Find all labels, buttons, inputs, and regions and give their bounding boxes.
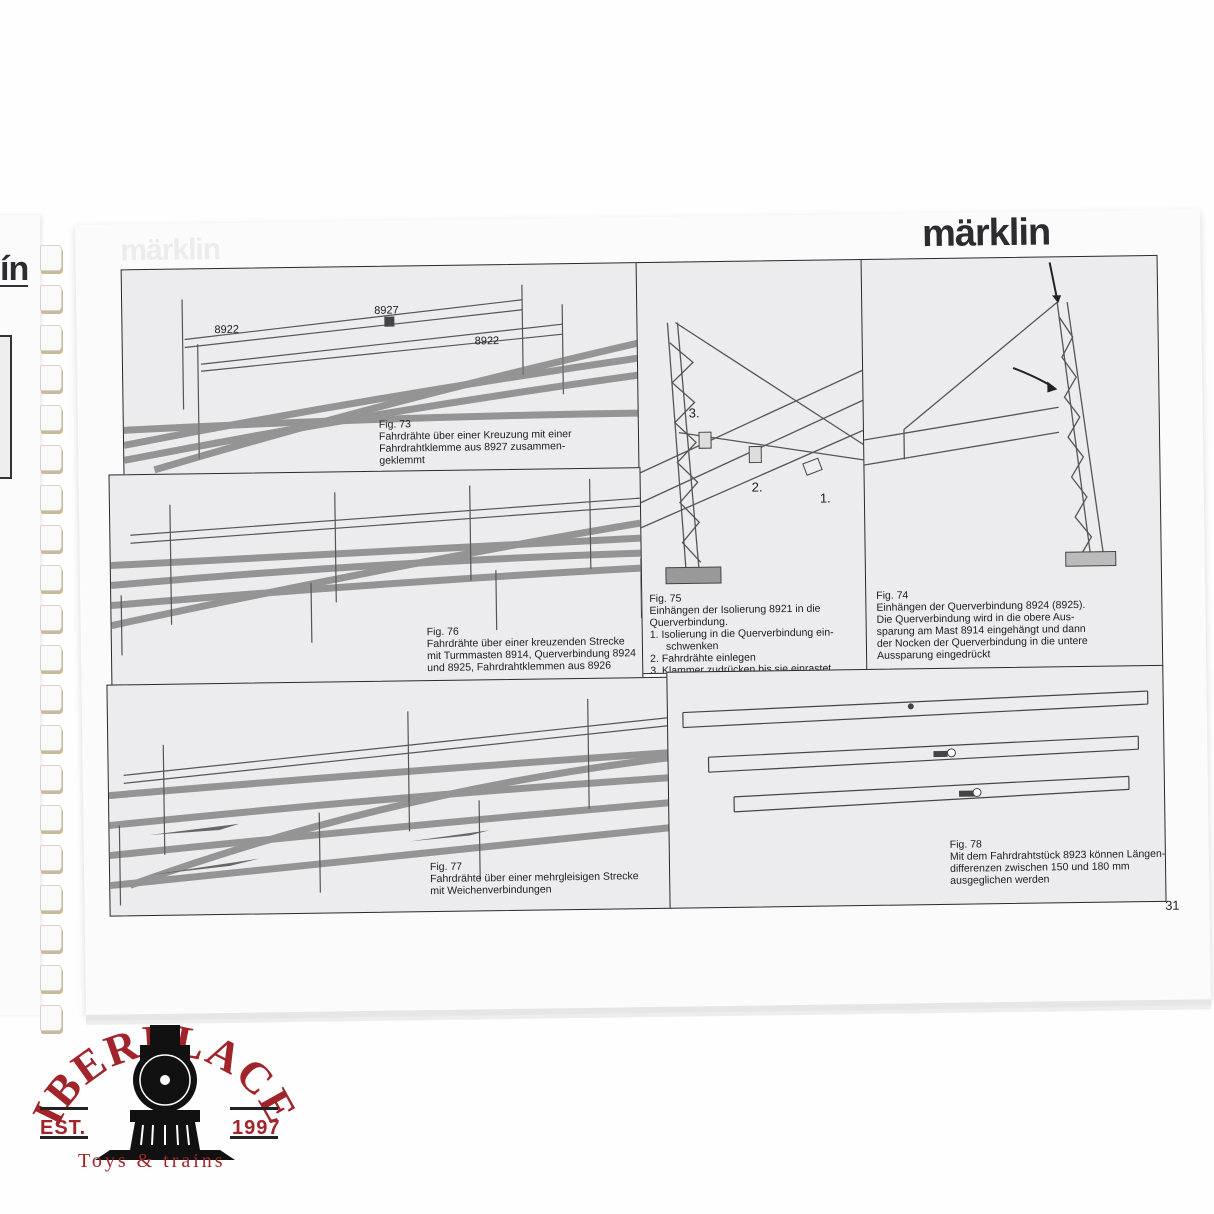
- binding-ring: [40, 325, 62, 351]
- logo-rule: [40, 1107, 88, 1110]
- page-number: 31: [1165, 897, 1180, 913]
- part-label-8922-left: 8922: [214, 323, 240, 337]
- wire-length-pieces-illustration: [682, 690, 1149, 813]
- figure-76-caption: Fig. 76 Fahrdrähte über einer kreuzenden…: [427, 623, 637, 674]
- binding-ring: [40, 1005, 62, 1031]
- figure-78-caption: Fig. 78 Mit dem Fahrdrahtstück 8923 könn…: [950, 836, 1166, 886]
- binding-ring: [40, 445, 62, 471]
- binding-ring: [40, 925, 62, 951]
- figure-73-caption: Fig. 73 Fahrdrähte über einer Kreuzung m…: [379, 416, 572, 466]
- logo-rule: [230, 1136, 278, 1139]
- previous-page-figure-frame: [0, 335, 12, 479]
- figure-75-panel: 3. 2. 1. Fig. 75 Einhängen der Isolierun…: [635, 259, 869, 675]
- binding-ring: [40, 725, 62, 751]
- figure-78-panel: Fig. 78 Mit dem Fahrdrahtstück 8923 könn…: [666, 664, 1167, 909]
- tower-mast-insulator-illustration: [639, 322, 865, 585]
- catalog-page: märklin märklin: [75, 209, 1211, 1015]
- binding-ring: [40, 565, 62, 591]
- logo-rule: [40, 1136, 88, 1139]
- marklin-logo: märklin: [921, 211, 1051, 256]
- callout-2: 2.: [751, 479, 763, 495]
- previous-page-rule: [0, 285, 28, 287]
- show-through-logo: märklin: [120, 232, 221, 268]
- previous-page-logo: ín: [0, 250, 29, 288]
- binding-ring: [40, 485, 62, 511]
- mast-crossbeam-illustration: [863, 262, 1117, 567]
- spiral-binding: [40, 245, 80, 1031]
- step-line: 1. Isolierung in die Querverbindung ein-: [649, 626, 834, 642]
- figure-77-panel: Fig. 77 Fahrdrähte über einer mehrgleisi…: [106, 676, 672, 917]
- binding-ring: [40, 805, 62, 831]
- figure-73-panel: 8922 8927 8922 Fig. 73 Fahrdrähte über e…: [120, 262, 641, 477]
- part-label-8927: 8927: [374, 304, 399, 317]
- logo-tagline: Toys & trains: [78, 1150, 226, 1172]
- figure-77-caption: Fig. 77 Fahrdrähte über einer mehrgleisi…: [430, 858, 639, 897]
- binding-ring: [40, 285, 62, 311]
- figure-74-caption: Fig. 74 Einhängen der Querverbindung 892…: [876, 587, 1088, 661]
- binding-ring: [40, 685, 62, 711]
- logo-year: 1997: [232, 1117, 281, 1139]
- callout-3: 3.: [688, 405, 700, 421]
- caption-line: Einhängen der Isolierung 8921 in die: [649, 602, 821, 618]
- part-label-8922-right: 8922: [474, 335, 500, 348]
- crossing-line-illustration: [110, 478, 643, 656]
- figure-76-panel: Fig. 76 Fahrdrähte über einer kreuzenden…: [108, 467, 644, 687]
- binding-ring: [40, 885, 62, 911]
- multi-track-illustration: [108, 698, 670, 906]
- crossing-track-illustration: [123, 284, 639, 474]
- callout-1: 1.: [819, 490, 831, 506]
- binding-ring: [40, 365, 62, 391]
- locomotive-icon: [95, 1025, 235, 1160]
- binding-ring: [40, 845, 62, 871]
- binding-ring: [40, 405, 62, 431]
- figure-74-panel: Fig. 74 Einhängen der Querverbindung 892…: [860, 254, 1164, 671]
- binding-ring: [40, 645, 62, 671]
- binding-ring: [40, 525, 62, 551]
- logo-est-label: EST.: [40, 1117, 87, 1139]
- binding-ring: [40, 245, 62, 271]
- binding-ring: [40, 605, 62, 631]
- binding-ring: [40, 965, 62, 991]
- figure-75-caption: Fig. 75 Einhängen der Isolierung 8921 in…: [649, 590, 834, 675]
- logo-rule: [230, 1107, 278, 1110]
- binding-ring: [40, 765, 62, 791]
- iberplace-logo: IBERPLACE: [25, 1015, 305, 1160]
